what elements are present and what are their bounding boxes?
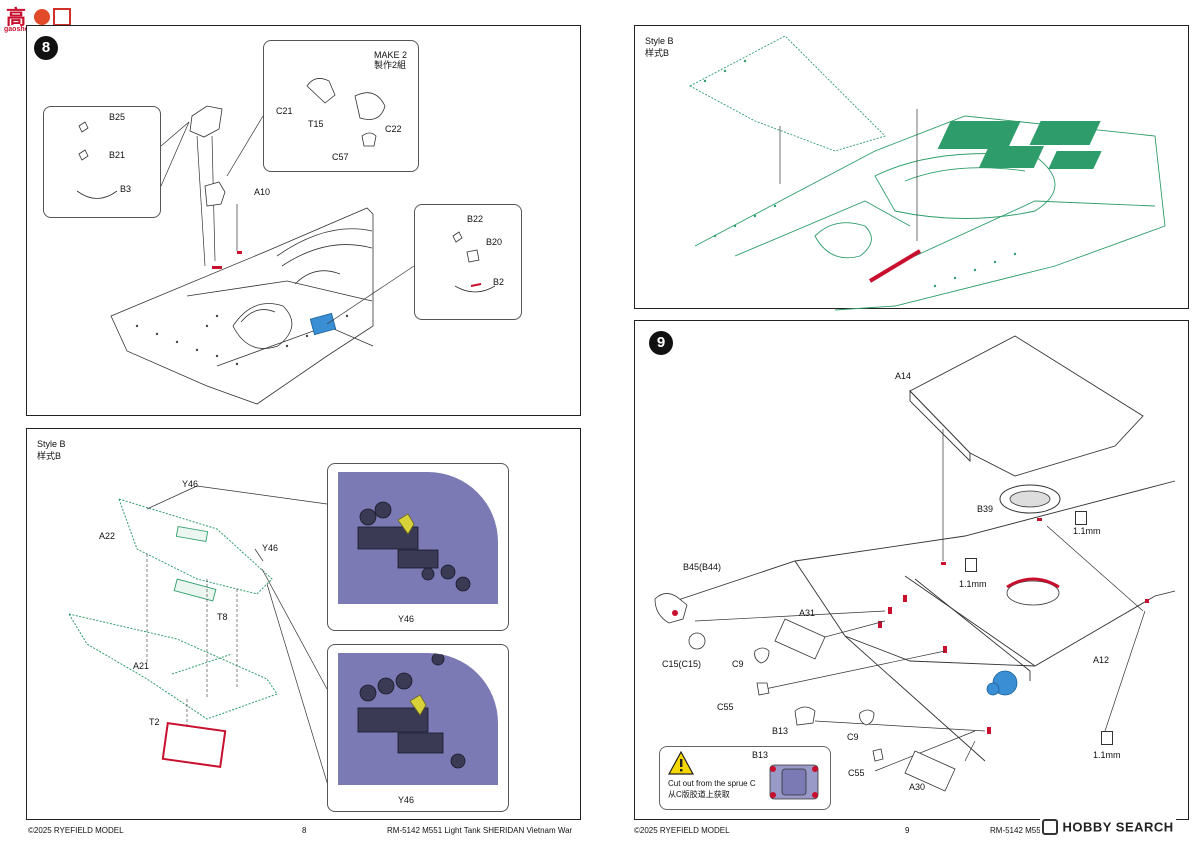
sprue-warning-box: Cut out from the sprue C 从C版胶道上获取 B13 — [659, 746, 831, 810]
part-label-b39: B39 — [977, 504, 994, 514]
part-label-c21: C21 — [276, 106, 293, 116]
part-label-y46-a: Y46 — [182, 479, 199, 489]
part-label-c9a: C9 — [732, 659, 744, 669]
part-label-c22: C22 — [385, 124, 402, 134]
part-label-b25: B25 — [109, 112, 126, 122]
make2-label-cn: 製作2組 — [374, 60, 407, 70]
measure-icon-1 — [1075, 511, 1087, 525]
part-label-a22: A22 — [99, 531, 116, 541]
footer-right-title: RM-5142 M551 Light Tank SHERIDAN Vietnam… — [990, 826, 1045, 835]
measure-icon-2 — [965, 558, 977, 572]
styleb-right-title: Style B — [645, 36, 674, 46]
zoom-image-1 — [338, 472, 498, 604]
part-label-a12: A12 — [1093, 655, 1110, 665]
step9-panel: 9 — [634, 320, 1189, 820]
part-label-a31: A31 — [799, 608, 816, 618]
part-label-a30: A30 — [909, 782, 926, 792]
warning-part-label: B13 — [752, 750, 769, 760]
footer-right-page: 9 — [905, 826, 910, 835]
measure-icon-3 — [1101, 731, 1113, 745]
inset-b22 — [414, 204, 522, 320]
part-label-a21: A21 — [133, 661, 150, 671]
make2-label: MAKE 2 — [374, 50, 408, 60]
step8-panel: 8 — [26, 25, 581, 416]
warning-icon — [667, 750, 695, 775]
part-label-y46-zoom1: Y46 — [398, 614, 415, 624]
svg-text:高: 高 — [6, 5, 26, 29]
part-label-b2: B2 — [493, 277, 505, 287]
part-label-b21: B21 — [109, 150, 126, 160]
part-label-y46-b: Y46 — [262, 543, 279, 553]
watermark-text: HOBBY SEARCH — [1062, 819, 1174, 835]
footer-right-copyright: ©2025 RYEFIELD MODEL — [634, 826, 730, 835]
y46-detail-2 — [357, 653, 466, 769]
inset-make2 — [263, 40, 419, 172]
part-label-c57: C57 — [332, 152, 349, 162]
step8-hull-drawing — [76, 78, 496, 405]
zoom-inset-y46-2: Y46 — [327, 644, 509, 812]
zoom-image-2 — [338, 653, 498, 785]
part-label-b3: B3 — [120, 184, 132, 194]
footer-left-page: 8 — [302, 826, 307, 835]
part-label-a10: A10 — [254, 187, 271, 197]
styleb-left-panel: Style B 样式B — [26, 428, 581, 820]
part-label-b13: B13 — [772, 726, 789, 736]
part-label-t8: T8 — [217, 612, 228, 622]
zoom-inset-y46-1: Y46 — [327, 463, 509, 631]
part-label-y46-zoom2: Y46 — [398, 795, 415, 805]
part-label-b45: B45(B44) — [683, 562, 722, 572]
styleb-left-title: Style B — [37, 439, 66, 449]
watermark-logo-icon — [1042, 818, 1058, 835]
styleb-green-hull-drawing — [689, 35, 1166, 311]
measure-label-2: 1.1mm — [959, 579, 987, 589]
step9-hull-drawing — [654, 335, 1176, 792]
part-label-b20: B20 — [486, 237, 503, 247]
styleb-exploded-drawing — [67, 485, 330, 790]
step-number-8: 8 — [34, 36, 58, 60]
measure-label-1: 1.1mm — [1073, 526, 1101, 536]
step-number-9: 9 — [649, 331, 673, 355]
part-label-t2: T2 — [149, 717, 160, 727]
inset-b25 — [43, 106, 161, 218]
part-label-a14: A14 — [895, 371, 912, 381]
styleb-right-panel: Style B 样式B — [634, 25, 1189, 311]
hobby-search-watermark: HOBBY SEARCH — [1040, 818, 1176, 836]
part-label-b22: B22 — [467, 214, 484, 224]
b13-detail — [769, 764, 819, 800]
footer-left-title: RM-5142 M551 Light Tank SHERIDAN Vietnam… — [387, 826, 573, 835]
styleb-left-title-cn: 样式B — [37, 451, 62, 461]
part-label-c55b: C55 — [848, 768, 865, 778]
part-label-c9b: C9 — [847, 732, 859, 742]
y46-detail-1 — [357, 501, 471, 592]
measure-label-3: 1.1mm — [1093, 750, 1121, 760]
footer-left-copyright: ©2025 RYEFIELD MODEL — [28, 826, 124, 835]
warning-text-cn: 从C版胶道上获取 — [668, 790, 730, 799]
part-label-c15: C15(C15) — [662, 659, 702, 669]
warning-text-en: Cut out from the sprue C — [668, 779, 756, 788]
part-label-c55a: C55 — [717, 702, 734, 712]
part-label-t15: T15 — [308, 119, 324, 129]
styleb-right-title-cn: 样式B — [645, 48, 670, 58]
